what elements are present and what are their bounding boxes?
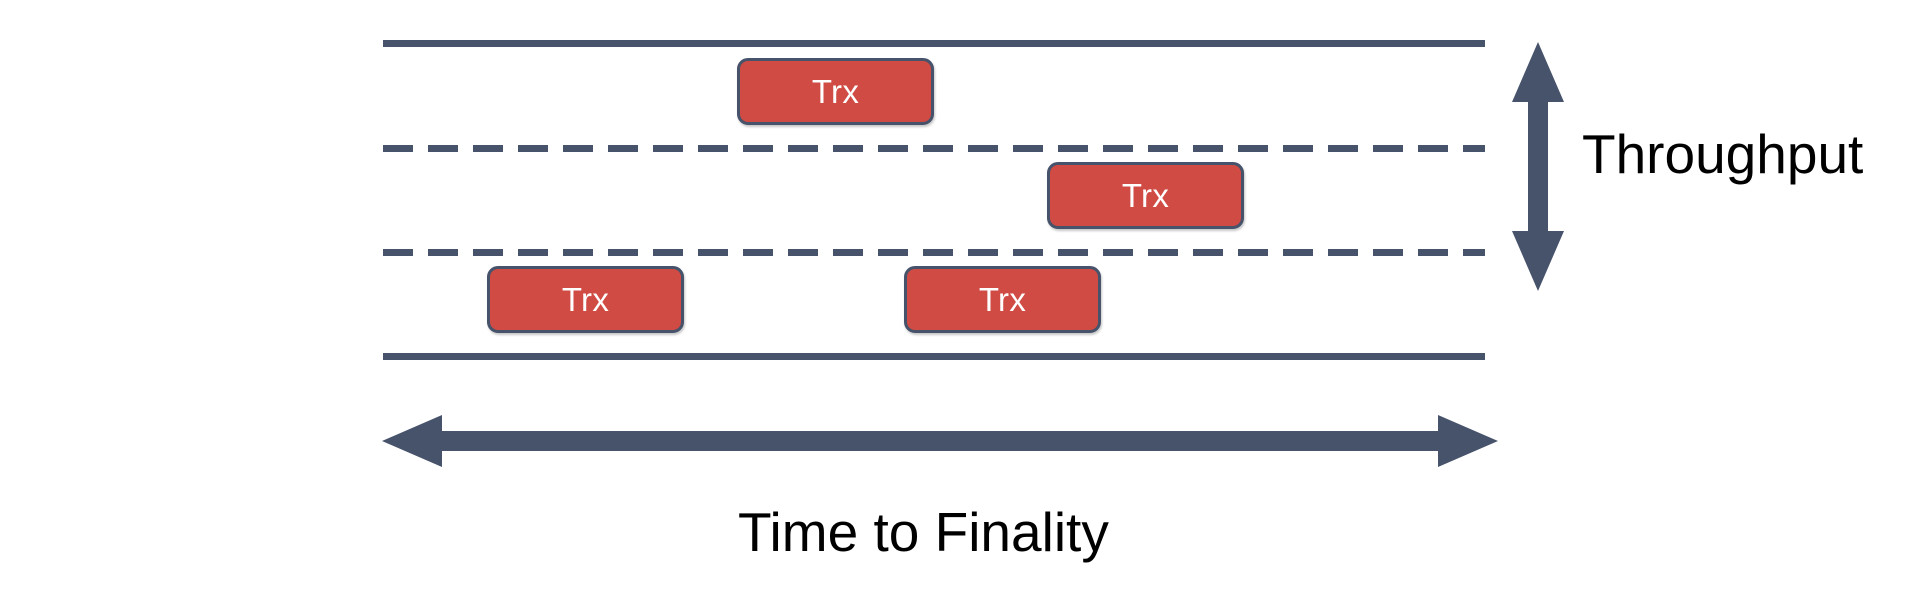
lane-boundary-bottom [383, 353, 1485, 360]
lane-divider-1 [383, 145, 1485, 152]
lane-boundary-top [383, 40, 1485, 47]
transaction-box[interactable]: Trx [487, 266, 684, 333]
time-to-finality-axis-label: Time to Finality [738, 501, 1109, 563]
transaction-box[interactable]: Trx [1047, 162, 1244, 229]
throughput-axis-label: Throughput [1582, 123, 1864, 185]
lane-divider-2 [383, 249, 1485, 256]
transaction-box[interactable]: Trx [737, 58, 934, 125]
throughput-axis-arrow [1507, 40, 1569, 293]
time-axis-arrow [380, 410, 1500, 472]
transaction-box[interactable]: Trx [904, 266, 1101, 333]
double-headed-horizontal-arrow-icon [382, 415, 1498, 467]
double-headed-vertical-arrow-icon [1512, 42, 1564, 291]
